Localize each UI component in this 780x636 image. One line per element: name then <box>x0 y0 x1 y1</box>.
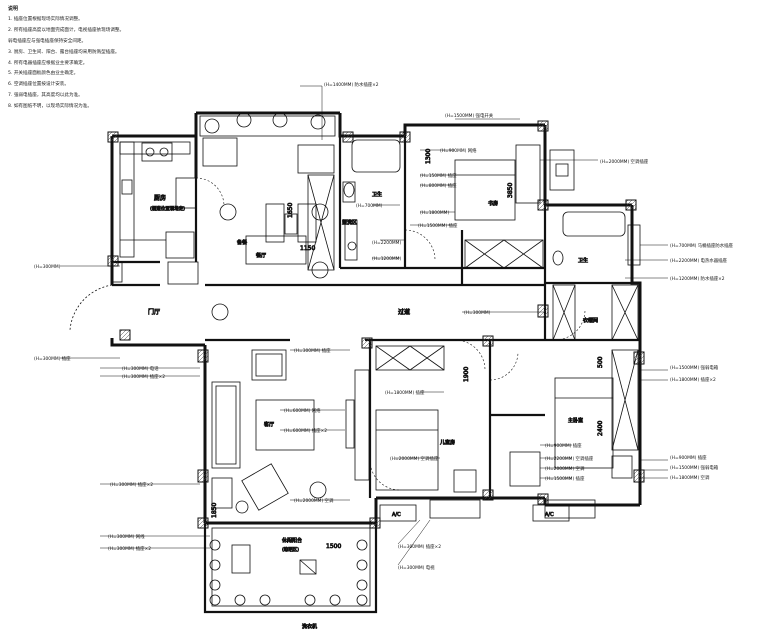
bathroom-1: 卫生 盥洗区 <box>342 139 401 261</box>
callout-wc1: (H=700MM) <box>356 203 383 209</box>
callout-right8: (H=1500MM) 强弱电箱 <box>670 464 719 471</box>
bathroom-2: 卫生 <box>549 149 641 266</box>
ac-units: A/C A/C <box>379 504 570 522</box>
door-swings <box>195 177 586 491</box>
cabinet-column <box>307 174 335 271</box>
structural-columns <box>107 120 645 529</box>
room-label-wc1: 卫生 <box>372 191 382 198</box>
callout-mid3: (H=600MM) 插座×2 <box>284 427 327 434</box>
design-notes: 说明 1. 插座位置根据现场实际情况调整。 2. 所有插座高度以地面完成面计，电… <box>8 4 158 113</box>
callout-left1: (H=300MM) <box>34 264 61 270</box>
callout-left2: (H=300MM) 插座 <box>34 355 71 362</box>
room-label-study: 书房 <box>488 200 498 207</box>
room-label-balcony: 休闲阳台 <box>282 537 302 544</box>
walls <box>110 111 642 526</box>
notes-title: 说明 <box>8 6 19 12</box>
callout-mid2: (H=600MM) 网络 <box>284 407 321 414</box>
callout-right6: (H=1800MM) 插座×2 <box>670 376 716 383</box>
callout-wc3: (H=1200MM) <box>372 256 401 262</box>
ac-label-right: A/C <box>545 512 554 518</box>
callout-left6: (H=300MM) 网线 <box>108 533 145 540</box>
callout-right5: (H=1500MM) 强弱电箱 <box>670 364 719 371</box>
callout-left7: (H=300MM) 插座×2 <box>108 545 151 552</box>
callout-right1: (H=2000MM) 空调插座 <box>600 158 649 165</box>
room-label-walkin: 衣帽间 <box>583 317 598 324</box>
callout-left4: (H=300MM) 插座×2 <box>122 373 165 380</box>
callout-bal: (H=1500MM) 插座 <box>545 475 585 482</box>
callout-left5: (H=300MM) 插座×2 <box>110 481 153 488</box>
callout-bot1: (H=300MM) 插座×2 <box>398 543 441 550</box>
callout-st1: (H=900MM) 网络 <box>440 147 477 154</box>
room-label-dining-side: 备餐 <box>237 239 247 246</box>
callout-st5: (H=1500MM) 插座 <box>418 222 458 229</box>
dim-1650: 1650 <box>287 203 294 218</box>
kitchen: 厨房 (烟道位置现场定) <box>119 141 197 259</box>
callout-right2: (H=700MM) 马桶插座防水插座 <box>670 242 733 249</box>
room-label-washroom: 盥洗区 <box>342 219 357 226</box>
dim-1850: 1850 <box>211 503 218 518</box>
callout-right3: (H=2200MM) 电热水器插座 <box>670 257 728 264</box>
callout-bot3: (H=2000MM) 空调 <box>294 497 334 504</box>
study-room: 书房 1300 3850 <box>425 144 544 269</box>
dim-2400: 2400 <box>597 421 604 436</box>
foyer: 门厅 过道 <box>69 261 410 331</box>
callout-corridor: (H=300MM) <box>464 310 491 316</box>
living-room: 客厅 1850 <box>211 349 370 518</box>
room-sublabel-kitchen: (烟道位置现场定) <box>150 205 185 212</box>
closets: 衣帽间 <box>552 284 639 341</box>
note-item: 3. 厨房、卫生间、阳台、露台插座均采用防溅型插座。 <box>8 49 120 55</box>
callout-top: (H=1400MM) 防水插座×2 <box>324 81 379 88</box>
callout-right9: (H=1800MM) 空调 <box>670 474 710 481</box>
kids-room: 儿童房 1900 <box>375 345 481 519</box>
callout-mid1: (H=300MM) 插座 <box>294 347 331 354</box>
dim-3850: 3850 <box>507 183 514 198</box>
master-bedroom: 主卧室 500 2400 <box>509 349 639 519</box>
dim-1300: 1300 <box>425 149 432 164</box>
room-label-dining: 餐厅 <box>256 252 266 259</box>
label-laundry: 洗衣机 <box>302 623 317 630</box>
callout-st4: (H=1800MM) <box>420 210 449 216</box>
callout-mst3: (H=2000MM) 空调 <box>545 465 585 472</box>
room-label-kids: 儿童房 <box>440 439 455 446</box>
callout-left3: (H=300MM) 电话 <box>122 365 159 372</box>
note-item: 8. 如有图纸不明，以现场实际情况为准。 <box>8 104 92 110</box>
note-item: 2. 所有插座高度以地面完成面计，电视插座依现场调整。 <box>8 27 125 33</box>
note-item: 6. 空调插座位置按设计安装。 <box>8 82 69 88</box>
dim-500: 500 <box>597 356 604 368</box>
room-label-corridor: 过道 <box>398 308 410 316</box>
dim-1500: 1500 <box>326 543 341 550</box>
callouts <box>60 85 668 566</box>
callout-kid1: (H=1800MM) 插座 <box>385 389 425 396</box>
room-label-kitchen: 厨房 <box>154 194 166 202</box>
room-label-foyer: 门厅 <box>148 308 160 316</box>
room-sublabel-balcony: (晾晒区) <box>282 546 299 553</box>
callout-labels: (H=1400MM) 防水插座×2 (H=1500MM) 强电开关 (H=200… <box>34 81 733 571</box>
ac-label-left: A/C <box>392 512 401 518</box>
callout-st2: (H=150MM) 插座 <box>420 172 457 179</box>
balcony: 休闲阳台 (晾晒区) 1500 洗衣机 <box>209 527 371 630</box>
callout-wc2: (H=2200MM) <box>372 240 401 246</box>
dining-area: 餐厅 备餐 1650 1150 <box>199 112 336 279</box>
callout-right7: (H=900MM) 插座 <box>670 454 707 461</box>
note-item: 5. 开关插座面板颜色由业主确定。 <box>8 71 79 77</box>
room-label-master: 主卧室 <box>568 417 583 424</box>
note-item: 7. 强弱电插座，其高度均以此为准。 <box>8 93 83 99</box>
note-item: 弱电插座应与强电插座保持安全间距。 <box>8 38 87 44</box>
callout-bot2: (H=300MM) 电视 <box>398 564 435 571</box>
callout-right4: (H=1200MM) 防水插座×2 <box>670 275 725 282</box>
callout-top2: (H=1500MM) 强电开关 <box>445 112 494 119</box>
note-item: 1. 插座位置根据现场实际情况调整。 <box>8 16 83 22</box>
callout-kid2: (H=2000MM) 空调插座 <box>390 455 439 462</box>
callout-st3: (H=800MM) 插座 <box>420 182 457 189</box>
dim-1900: 1900 <box>463 367 470 382</box>
room-label-living: 客厅 <box>264 421 274 428</box>
note-item: 4. 所有电器插座应根据业主要求确定。 <box>8 60 88 66</box>
callout-mst2: (H=2200MM) 空调插座 <box>545 455 594 462</box>
room-label-wc2: 卫生 <box>578 257 588 264</box>
callout-mst1: (H=900MM) 插座 <box>545 442 582 449</box>
